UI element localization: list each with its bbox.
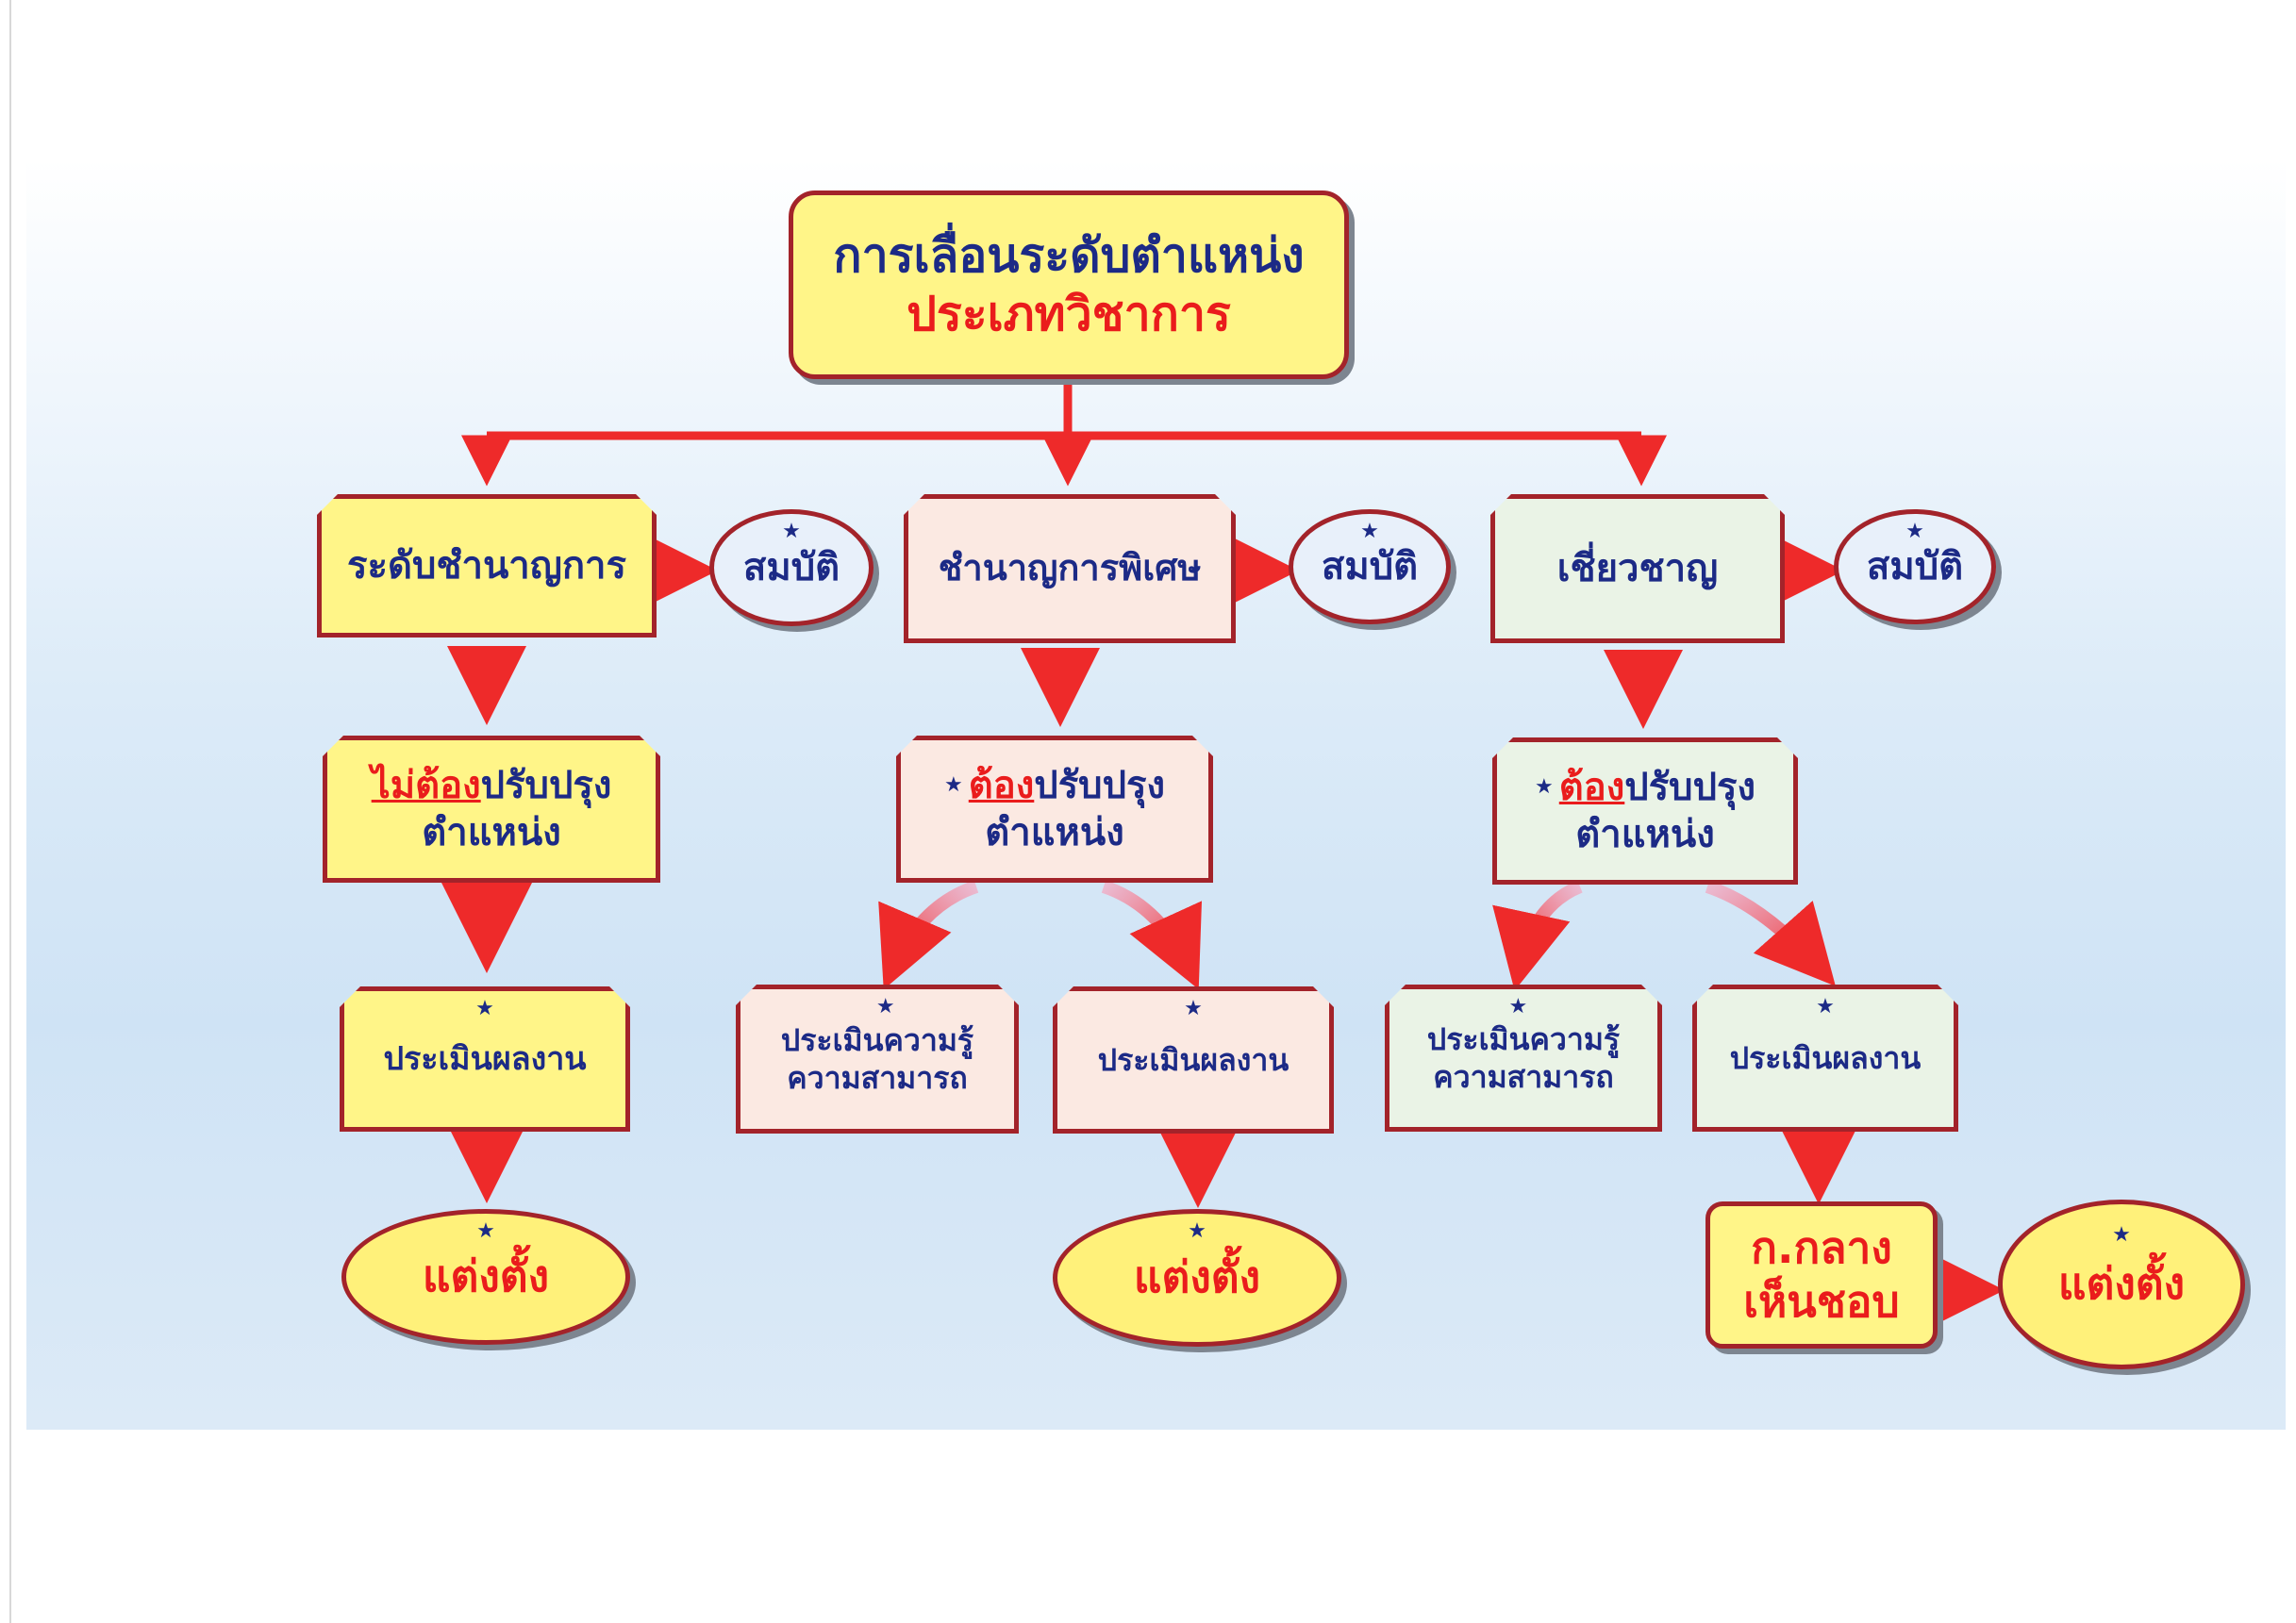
curve-b3-right [1705, 880, 1836, 986]
branch-1-revision-rest: ปรับปรุง [480, 764, 612, 807]
branch-3-evaluation-box: ★ ประเมินผลงาน [1692, 985, 1958, 1132]
star-icon: ★ [1508, 995, 1528, 1019]
branch-3-revision-emphasis: ต้อง [1558, 766, 1625, 809]
branch-2-appointment-ellipse: ★ แต่งตั้ง [1053, 1209, 1341, 1347]
branch-2-qualification-label: สมบัติ [1321, 545, 1419, 588]
star-icon: ★ [782, 520, 801, 543]
star-icon: ★ [1184, 997, 1203, 1020]
branch-3-level-label: เชี่ยวชาญ [1556, 547, 1719, 590]
branch-3-appointment-label: แต่งตั้ง [2057, 1258, 2186, 1310]
curve-b3-left [1492, 880, 1583, 991]
branch-1-level-box: ระดับชำนาญการ [317, 494, 657, 638]
title-box: การเลื่อนระดับตำแหน่ง ประเภทวิชาการ [789, 190, 1349, 379]
branch-3-level-box: เชี่ยวชาญ [1490, 494, 1785, 643]
down-arrows [441, 646, 1858, 1208]
star-icon: ★ [1905, 520, 1924, 543]
branch-2-level-label: ชำนาญการพิเศษ [938, 547, 1202, 589]
branch-1-qualification-label: สมบัติ [742, 546, 840, 589]
branch-3-revision-box: ★ต้องปรับปรุง ตำแหน่ง [1492, 737, 1798, 885]
star-icon: ★ [1360, 520, 1379, 543]
branch-3-qualification-ellipse: ★ สมบัติ [1834, 509, 1996, 624]
branch-3-knowledge-box: ★ ประเมินความรู้ ความสามารถ [1385, 985, 1662, 1132]
branch-3-revision-rest: ปรับปรุง [1624, 766, 1755, 809]
star-icon: ★ [1188, 1219, 1206, 1243]
curve-b2-left [878, 880, 979, 990]
branch-2-evaluation-label: ประเมินผลงาน [1097, 1042, 1289, 1078]
scan-edge-line [9, 0, 11, 1623]
branch-3-committee-box: ก.กลาง เห็นชอบ [1705, 1201, 1938, 1349]
branch-2-appointment-label: แต่งตั้ง [1133, 1251, 1261, 1303]
star-icon: ★ [476, 1219, 495, 1243]
branch-1-evaluation-label: ประเมินผลงาน [383, 1039, 587, 1078]
branch-3-committee-line1: ก.กลาง [1751, 1221, 1892, 1273]
branch-2-knowledge-line1: ประเมินความรู้ [780, 1022, 974, 1058]
curve-b2-right [1101, 880, 1202, 990]
branch-1-appointment-ellipse: ★ แต่งตั้ง [341, 1209, 630, 1345]
branch-2-qualification-ellipse: ★ สมบัติ [1289, 509, 1451, 624]
star-icon: ★ [1816, 995, 1835, 1019]
branch-1-revision-box: ไม่ต้องปรับปรุง ตำแหน่ง [323, 736, 660, 883]
star-icon: ★ [475, 997, 494, 1020]
star-icon: ★ [1535, 775, 1554, 799]
branch-3-appointment-ellipse: ★ แต่งตั้ง [1998, 1200, 2245, 1369]
star-icon: ★ [2112, 1223, 2131, 1247]
branch-2-knowledge-line2: ความสามารถ [787, 1060, 968, 1096]
branch-3-committee-line2: เห็นชอบ [1743, 1276, 1900, 1327]
branch-3-evaluation-label: ประเมินผลงาน [1729, 1040, 1922, 1076]
branch-3-revision-line2: ตำแหน่ง [1575, 813, 1715, 856]
branch-2-revision-line2: ตำแหน่ง [985, 811, 1124, 854]
split-curved-arrows [878, 880, 1836, 991]
top-tree-connector [461, 379, 1667, 487]
branch-1-appointment-label: แต่งตั้ง [422, 1250, 550, 1302]
branch-3-knowledge-line1: ประเมินความรู้ [1426, 1021, 1621, 1057]
title-line-2: ประเภทวิชาการ [907, 287, 1231, 341]
branch-1-qualification-ellipse: ★ สมบัติ [709, 509, 873, 626]
branch-2-revision-emphasis: ต้อง [968, 764, 1035, 807]
branch-2-revision-rest: ปรับปรุง [1034, 764, 1165, 807]
branch-1-revision-line2: ตำแหน่ง [422, 811, 561, 854]
branch-1-revision-emphasis: ไม่ต้อง [371, 764, 481, 807]
branch-1-evaluation-box: ★ ประเมินผลงาน [340, 986, 630, 1132]
side-arrows [639, 531, 2005, 1330]
branch-3-qualification-label: สมบัติ [1866, 545, 1964, 588]
title-line-1: การเลื่อนระดับตำแหน่ง [833, 227, 1305, 283]
star-icon: ★ [944, 773, 963, 797]
branch-2-revision-box: ★ต้องปรับปรุง ตำแหน่ง [896, 736, 1213, 883]
branch-2-evaluation-box: ★ ประเมินผลงาน [1053, 986, 1334, 1134]
branch-1-level-label: ระดับชำนาญการ [347, 544, 626, 588]
branch-2-knowledge-box: ★ ประเมินความรู้ ความสามารถ [736, 985, 1019, 1134]
star-icon: ★ [875, 995, 895, 1019]
branch-3-knowledge-line2: ความสามารถ [1433, 1059, 1614, 1095]
branch-2-level-box: ชำนาญการพิเศษ [904, 494, 1236, 643]
